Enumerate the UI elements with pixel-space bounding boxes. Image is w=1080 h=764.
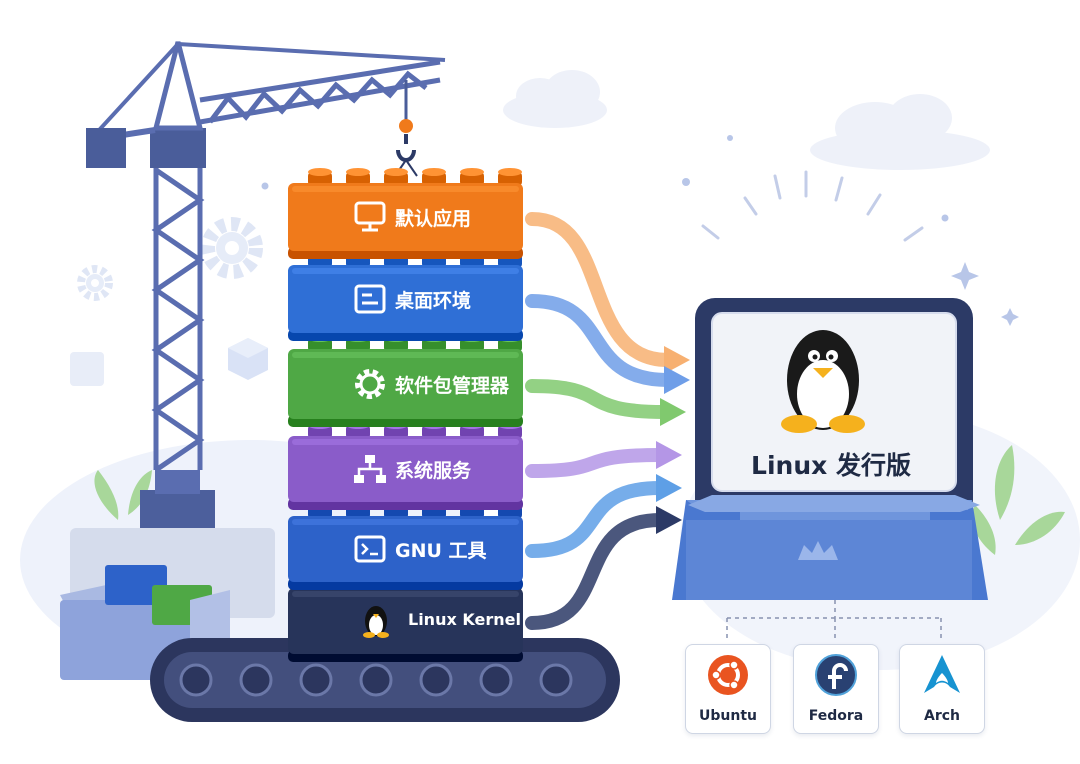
block-highlight [292, 268, 519, 274]
block-stud [346, 168, 370, 176]
arch-logo-icon [924, 655, 960, 693]
block-stud [308, 172, 332, 186]
block-stud [384, 168, 408, 176]
distro-name: Arch [923, 708, 960, 724]
block-stud [308, 168, 332, 176]
terminal-icon [354, 535, 386, 563]
block-face [288, 516, 523, 582]
conveyor-belt [150, 638, 620, 722]
monitor-title: Linux 发行版 [751, 451, 911, 480]
block-highlight [292, 591, 519, 597]
block-stud [460, 168, 484, 176]
cube-icon [228, 338, 268, 380]
block-stud [498, 172, 522, 186]
flow-arrow-4 [525, 474, 682, 558]
flow-arrow-3 [525, 441, 682, 478]
distro-card-arch: Arch [899, 644, 985, 734]
block-stud [308, 425, 332, 439]
block-stud [422, 172, 446, 186]
block-stud [460, 172, 484, 186]
block-stud [384, 338, 408, 352]
block-stud [498, 425, 522, 439]
block-stack [288, 168, 523, 662]
monitor-icon [354, 201, 386, 232]
block-2 [288, 334, 523, 427]
block-label: 系统服务 [395, 460, 472, 482]
connector-lines [726, 600, 942, 640]
block-label: Linux Kernel [408, 610, 521, 629]
flow-arrow-5 [525, 506, 682, 630]
block-stud [346, 172, 370, 186]
tux-icon [781, 330, 865, 433]
block-stud [384, 425, 408, 439]
block-stud [384, 172, 408, 186]
distro-monitor [672, 298, 988, 600]
block-stud [460, 425, 484, 439]
fedora-logo-icon [815, 654, 857, 696]
ubuntu-logo-icon [708, 655, 748, 695]
distro-name: Fedora [808, 708, 864, 724]
cube-icon [70, 352, 104, 386]
gear-icon [355, 369, 385, 399]
block-face [288, 349, 523, 419]
block-stud [498, 168, 522, 176]
burst-lines [701, 170, 924, 242]
block-stud [422, 338, 446, 352]
block-highlight [292, 186, 519, 192]
distro-card-fedora: Fedora [793, 644, 879, 734]
block-stud [346, 425, 370, 439]
tux-icon [363, 606, 389, 638]
window-icon [354, 284, 386, 314]
block-face [288, 588, 523, 654]
block-highlight [292, 439, 519, 445]
crown-icon [798, 541, 838, 560]
flow-arrow-0 [525, 212, 690, 374]
block-label: 软件包管理器 [395, 375, 510, 397]
hierarchy-icon [354, 455, 386, 483]
distro-name: Ubuntu [699, 708, 757, 724]
plant-icon [94, 445, 1065, 555]
gear-icon [201, 217, 263, 279]
flow-arrow-2 [525, 379, 686, 426]
block-face [288, 265, 523, 333]
block-stud [422, 425, 446, 439]
block-label: GNU 工具 [395, 540, 487, 562]
block-stud [460, 338, 484, 352]
sparkle-icon [261, 135, 1019, 326]
gear-icon [77, 265, 113, 301]
block-stud [498, 338, 522, 352]
cloud-icon [810, 94, 990, 170]
block-highlight [292, 352, 519, 358]
block-highlight [292, 519, 519, 525]
block-stud [422, 168, 446, 176]
block-label: 桌面环境 [395, 290, 472, 312]
block-0 [288, 168, 523, 259]
block-stud [346, 338, 370, 352]
block-face [288, 436, 523, 502]
cloud-icon [503, 70, 607, 128]
distro-card-ubuntu: Ubuntu [685, 644, 771, 734]
block-face [288, 183, 523, 251]
block-stud [308, 338, 332, 352]
block-label: 默认应用 [395, 208, 472, 230]
flow-arrow-1 [525, 294, 690, 394]
flow-arrows [525, 212, 690, 630]
